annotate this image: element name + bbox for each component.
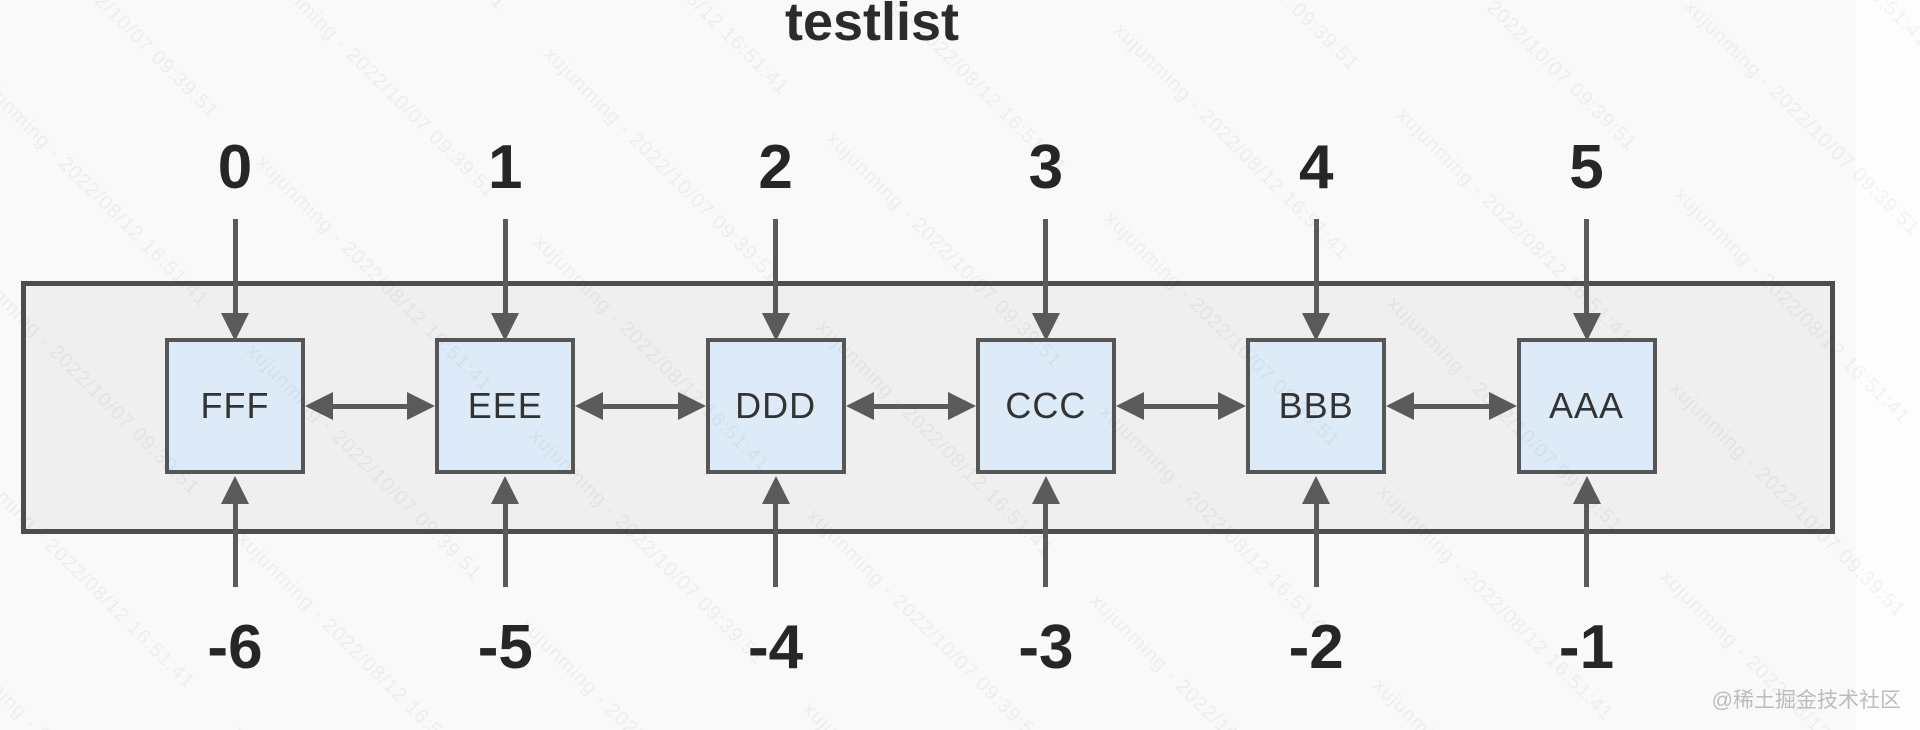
list-node-box: FFF [165, 338, 305, 474]
bottom-arrow-line [773, 502, 779, 587]
bottom-arrowhead [1572, 476, 1601, 504]
list-node-box: EEE [435, 338, 576, 474]
list-node-box: DDD [705, 338, 846, 474]
bottom-arrow-line [1584, 502, 1589, 587]
top-arrowhead [761, 313, 790, 341]
top-index-label: 4 [1298, 133, 1334, 202]
bottom-index-label: -6 [207, 613, 263, 682]
community-watermark-credit: @稀土掘金技术社区 [1711, 689, 1901, 712]
list-node-box: AAA [1516, 338, 1657, 474]
bottom-arrow-line [232, 502, 238, 587]
bottom-index-label: -4 [748, 613, 804, 682]
top-index-label: 1 [488, 133, 523, 202]
connector-line [1410, 404, 1493, 409]
connector-line [869, 404, 952, 409]
connector-left-arrowhead [1115, 392, 1144, 420]
bottom-arrow-line [1313, 502, 1319, 587]
top-index-label: 2 [758, 133, 793, 202]
connector-left-arrowhead [845, 392, 874, 420]
list-node-box: CCC [975, 338, 1116, 474]
bottom-arrowhead [1302, 476, 1331, 504]
list-title: testlist [784, 0, 960, 52]
connector-right-arrowhead [947, 392, 976, 420]
top-index-label: 3 [1028, 133, 1064, 202]
top-arrow-line [773, 219, 779, 315]
connector-right-arrowhead [1488, 392, 1517, 420]
top-arrowhead [221, 313, 249, 341]
connector-left-arrowhead [575, 392, 604, 420]
connector-right-arrowhead [407, 392, 436, 420]
connector-line [599, 404, 682, 409]
bottom-arrowhead [491, 476, 520, 504]
bottom-arrowhead [1031, 476, 1060, 504]
bottom-arrow-line [1043, 502, 1049, 587]
top-arrowhead [491, 313, 520, 341]
list-node-box: BBB [1246, 338, 1387, 474]
connector-left-arrowhead [1386, 392, 1415, 420]
top-arrow-line [1313, 219, 1319, 315]
top-arrowhead [1302, 313, 1331, 341]
bottom-arrowhead [221, 476, 249, 504]
top-arrow-line [502, 219, 508, 315]
top-arrowhead [1031, 313, 1060, 341]
connector-left-arrowhead [305, 392, 333, 420]
top-index-label: 5 [1569, 133, 1604, 202]
top-arrow-line [1584, 219, 1589, 315]
bottom-index-label: -2 [1288, 613, 1344, 682]
connector-line [1139, 404, 1223, 409]
bottom-index-label: -5 [477, 613, 533, 682]
bottom-index-label: -1 [1558, 613, 1615, 682]
connector-right-arrowhead [1218, 392, 1247, 420]
bottom-arrow-line [502, 502, 508, 587]
top-arrow-line [232, 219, 238, 315]
connector-right-arrowhead [677, 392, 706, 420]
bottom-arrowhead [761, 476, 790, 504]
top-arrow-line [1043, 219, 1049, 315]
bottom-index-label: -3 [1018, 613, 1074, 682]
top-index-label: 0 [217, 133, 253, 202]
connector-line [329, 404, 412, 409]
top-arrowhead [1572, 313, 1601, 341]
